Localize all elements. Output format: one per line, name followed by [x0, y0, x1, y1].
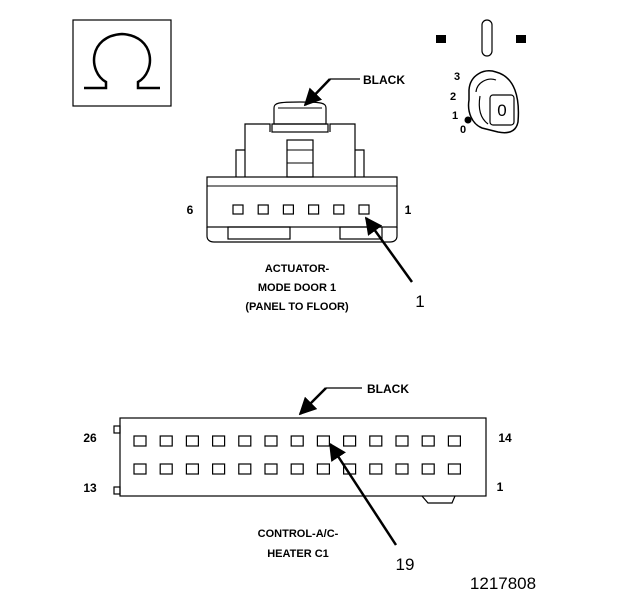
callout-cavity-number: 1 [415, 292, 424, 311]
pin-number-bottom-right: 1 [497, 480, 504, 494]
ignition-position-0: 0 [460, 124, 466, 136]
connector-control-ac-heater-c1: 26 13 14 1 BLACK 19 CONTROL-A/C- HEATER … [83, 382, 512, 574]
connector-cavity [185, 435, 199, 447]
pin-number-top-left: 26 [83, 431, 97, 445]
connector-cavity [421, 435, 435, 447]
connector-cavity [369, 435, 383, 447]
connector-cavity [395, 435, 409, 447]
caption-line-1: ACTUATOR- [265, 263, 330, 275]
pin-number-top-right: 14 [498, 431, 512, 445]
caption-line-1: CONTROL-A/C- [258, 528, 339, 540]
connector-color-label: BLACK [367, 382, 409, 396]
ignition-key-label: 0 [497, 101, 506, 120]
pin-number-bottom-left: 13 [83, 481, 97, 495]
connector-cavity [290, 463, 304, 475]
connector-cavity [232, 204, 244, 215]
ignition-position-3: 3 [454, 71, 460, 83]
connector-cavity [369, 463, 383, 475]
connector-cavity [395, 463, 409, 475]
connector-cavity [238, 463, 252, 475]
connector-color-label: BLACK [363, 73, 405, 87]
connector-cavity [159, 463, 173, 475]
figure-number: 1217808 [470, 574, 536, 593]
connector-cavity [185, 463, 199, 475]
connector-cavity [421, 463, 435, 475]
ignition-position-1: 1 [452, 110, 458, 122]
connector-cavity [133, 435, 147, 447]
connector-cavity [133, 463, 147, 475]
caption-line-2: HEATER C1 [267, 548, 329, 560]
connector-cavity [316, 435, 330, 447]
ohm-meter-icon [72, 19, 172, 107]
connector-cavity [447, 435, 461, 447]
connector-cavity [238, 435, 252, 447]
connector-cavity [308, 204, 320, 215]
pin-number-left: 6 [187, 203, 194, 217]
pin-number-right: 1 [405, 203, 412, 217]
caption-line-3: (PANEL TO FLOOR) [245, 301, 349, 313]
ignition-switch-icon: 0 3 2 1 0 [436, 19, 526, 136]
connector-cavity [447, 463, 461, 475]
connector-actuator-mode-door-1: 6 1 BLACK 1 ACTUATOR- MODE DOOR 1 (PANEL… [187, 73, 425, 313]
connector-cavity [316, 463, 330, 475]
connector-cavity [212, 435, 226, 447]
connector-cavity [159, 435, 173, 447]
connector-cavity [358, 204, 370, 215]
connector-cavity [343, 435, 357, 447]
caption-line-2: MODE DOOR 1 [258, 282, 336, 294]
callout-cavity-number: 19 [396, 555, 415, 574]
ignition-position-2: 2 [450, 91, 456, 103]
connector-cavity [264, 435, 278, 447]
connector-cavity [333, 204, 345, 215]
connector-cavity [282, 204, 294, 215]
connector-cavity [257, 204, 269, 215]
connector-cavity [290, 435, 304, 447]
connector-cavity [212, 463, 226, 475]
connector-cavity [264, 463, 278, 475]
